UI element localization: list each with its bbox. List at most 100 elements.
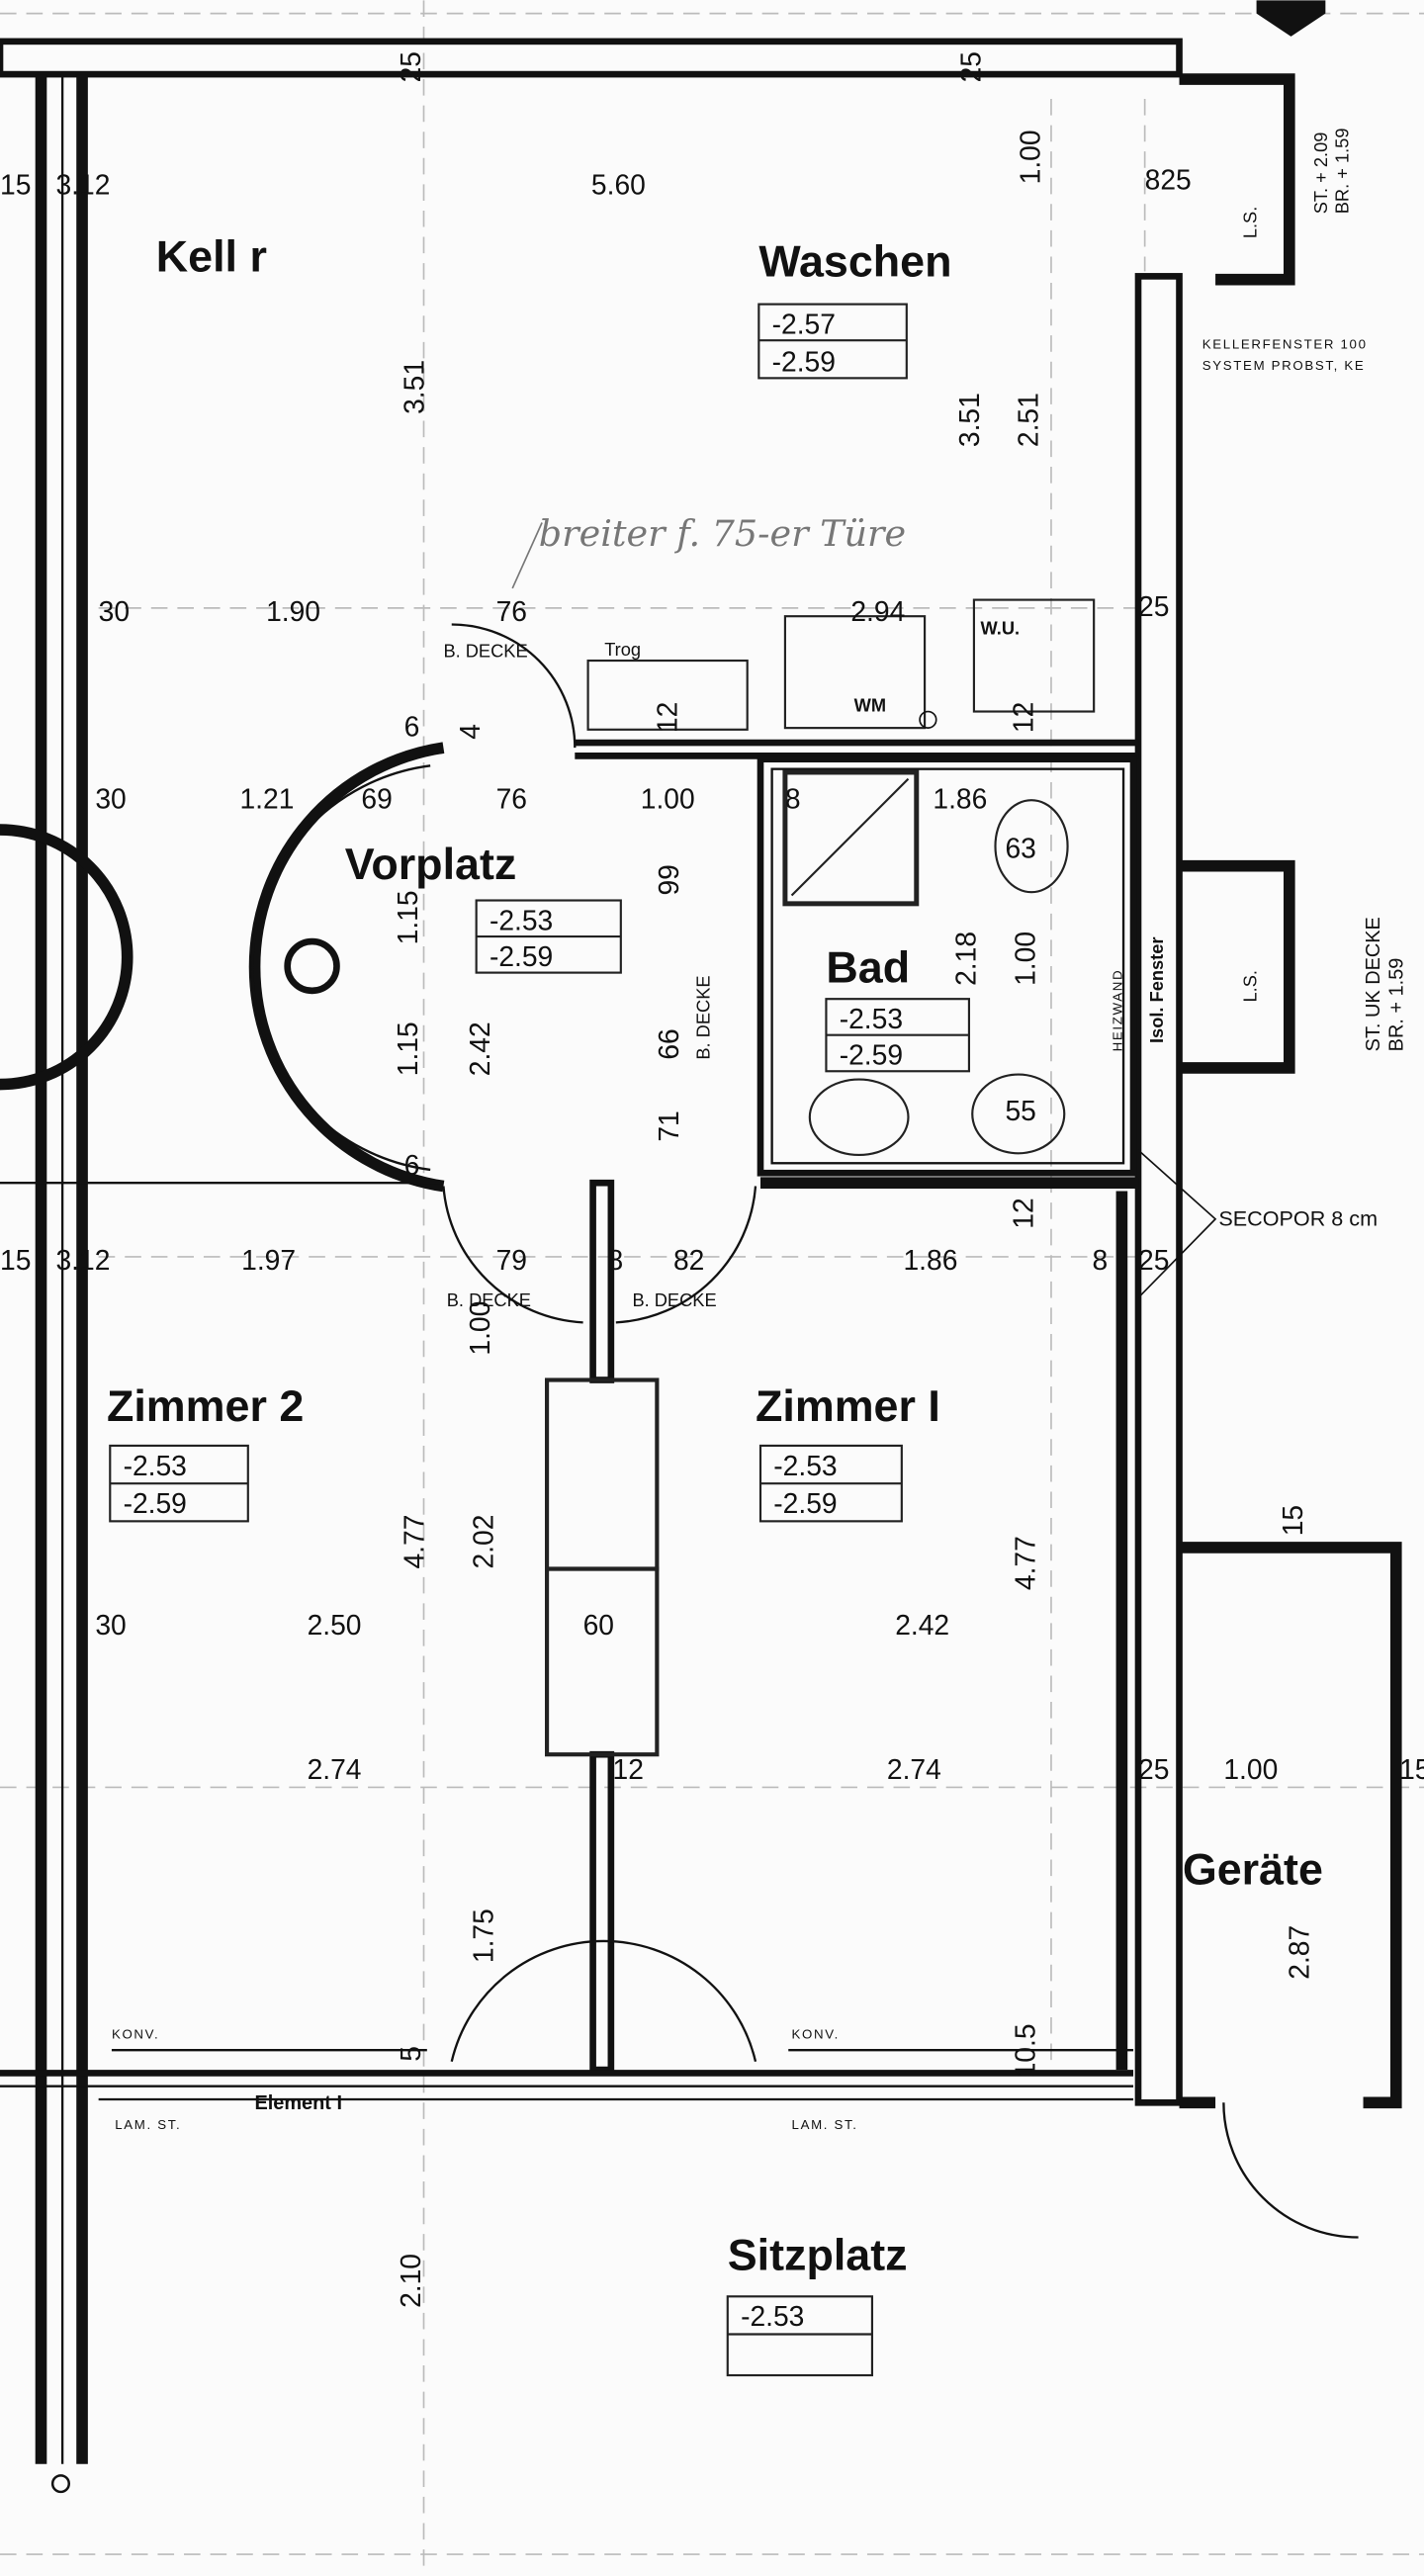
dimension: 1.15 [392, 890, 423, 944]
label-ls-right: L.S. [1240, 970, 1261, 1002]
dimension: 25 [395, 51, 426, 82]
level-bottom: -2.59 [124, 1487, 187, 1519]
dimension: 2.94 [850, 595, 905, 627]
dimension: 30 [99, 595, 130, 627]
level-bottom: -2.59 [840, 1039, 903, 1071]
dimension: 8 [785, 783, 801, 815]
dimension: 76 [496, 783, 527, 815]
dimension: 10.5 [1009, 2023, 1040, 2078]
room-zimmer-1: Zimmer I [756, 1380, 940, 1431]
dimension: 25 [1138, 590, 1169, 622]
dimension: 2.74 [308, 1753, 362, 1785]
handwritten-note: breiter f. 75-er Türe [539, 512, 906, 555]
level-box-bad: -2.53 -2.59 [825, 998, 971, 1073]
label-b-decke-vertical: B. DECKE [693, 975, 714, 1059]
dimension: 63 [1005, 832, 1035, 863]
dimension: 1.00 [1009, 932, 1040, 986]
dimension: 12 [1008, 702, 1039, 733]
dimension: 825 [1145, 163, 1192, 195]
room-waschen: Waschen [758, 235, 951, 286]
dimension: 4.77 [1009, 1536, 1040, 1590]
note-kellerfenster: KELLERFENSTER 100 [1202, 336, 1368, 351]
level-top: -2.57 [772, 309, 836, 340]
label-b-decke-right: B. DECKE [632, 1289, 716, 1310]
dimension: 8 [608, 1244, 624, 1276]
dimension: 15 [0, 168, 31, 200]
dimension: 2.10 [395, 2254, 426, 2308]
dimension: 55 [1005, 1095, 1035, 1126]
label-lam-st-left: LAM. ST. [115, 2117, 181, 2132]
level-box-vorplatz: -2.53 -2.59 [475, 899, 622, 974]
dimension: 1.00 [641, 783, 695, 815]
level-box-waschen: -2.57 -2.59 [757, 303, 908, 380]
level-bottom: -2.59 [772, 346, 836, 378]
dimension: 6 [404, 1149, 420, 1181]
dimension: 6 [404, 710, 420, 742]
dimension: 60 [583, 1609, 614, 1641]
dimension: 1.90 [266, 595, 320, 627]
notes: ST. + 2.09 BR. + 1.59 KELLERFENSTER 100 … [511, 129, 1407, 1051]
dimension: 12 [1008, 1198, 1039, 1228]
dimension: 1.00 [464, 1301, 495, 1356]
dimension: 30 [95, 783, 126, 815]
dimension: 2.50 [308, 1609, 362, 1641]
dimension: 5 [395, 2046, 426, 2062]
dimension: 4 [454, 724, 486, 740]
dimension: 1.86 [933, 783, 987, 815]
note-br: BR. + 1.59 [1332, 129, 1353, 215]
dimension: 2.02 [467, 1515, 498, 1569]
label-ls-top: L.S. [1240, 207, 1261, 238]
dimension: 3.12 [55, 168, 110, 200]
dimension: 2.42 [895, 1609, 949, 1641]
note-st-uk-decke: ST. UK DECKE [1363, 917, 1384, 1051]
dimension: 15 [0, 1244, 31, 1276]
room-bad: Bad [826, 942, 910, 993]
dimension: 1.15 [392, 1022, 423, 1076]
level-box-sitzplatz: -2.53 [726, 2295, 874, 2377]
dimension: 1.00 [1014, 130, 1045, 184]
dimension: 82 [673, 1244, 704, 1276]
dimension: 2.42 [464, 1022, 495, 1076]
north-arrow-icon [1256, 0, 1326, 37]
label-konv-left: KONV. [112, 2027, 159, 2042]
dimension: 1.75 [467, 1909, 498, 1963]
dimension: 3.12 [55, 1244, 110, 1276]
dimension: 2.51 [1013, 393, 1044, 447]
dimension: 5.60 [591, 168, 646, 200]
dimension: 2.18 [950, 932, 982, 986]
label-wu: W.U. [981, 617, 1021, 638]
label-wm: WM [854, 695, 886, 716]
room-sitzplatz: Sitzplatz [728, 2230, 908, 2280]
label-b-decke-left: B. DECKE [447, 1289, 531, 1310]
level-top: -2.53 [773, 1450, 837, 1481]
level-bottom: -2.59 [490, 940, 553, 972]
walls [0, 38, 1402, 2494]
level-bottom: -2.59 [773, 1487, 837, 1519]
dimension: 12 [613, 1753, 644, 1785]
label-heizwand: HEIZWAND [1110, 969, 1124, 1052]
level-box-zimmer-2: -2.53 -2.59 [109, 1444, 249, 1523]
room-vorplatz: Vorplatz [345, 839, 517, 889]
dimension: 3.51 [953, 393, 985, 447]
label-isol-fenster: Isol. Fenster [1146, 937, 1167, 1044]
dimension: 71 [653, 1110, 684, 1141]
room-keller: Kell r [156, 230, 267, 281]
dimension: 69 [361, 783, 392, 815]
dimension: 25 [1138, 1753, 1169, 1785]
level-top: -2.53 [741, 2300, 804, 2332]
dimension: 1.97 [241, 1244, 296, 1276]
room-zimmer-2: Zimmer 2 [107, 1380, 304, 1431]
dimension: 8 [1092, 1244, 1108, 1276]
dimension: 1.00 [1223, 1753, 1278, 1785]
dimension: 15 [1399, 1753, 1424, 1785]
room-geraete: Geräte [1183, 1843, 1323, 1894]
dimension: 12 [651, 702, 682, 733]
level-top: -2.53 [124, 1450, 187, 1481]
label-b-decke: B. DECKE [443, 641, 527, 662]
dimensions: 5.60 15 3.12 825 30 1.90 76 2.94 25 30 1… [0, 51, 1424, 2308]
level-box-zimmer-1: -2.53 -2.59 [758, 1444, 903, 1523]
dimension: 99 [653, 864, 684, 895]
label-konv-right: KONV. [792, 2027, 840, 2042]
